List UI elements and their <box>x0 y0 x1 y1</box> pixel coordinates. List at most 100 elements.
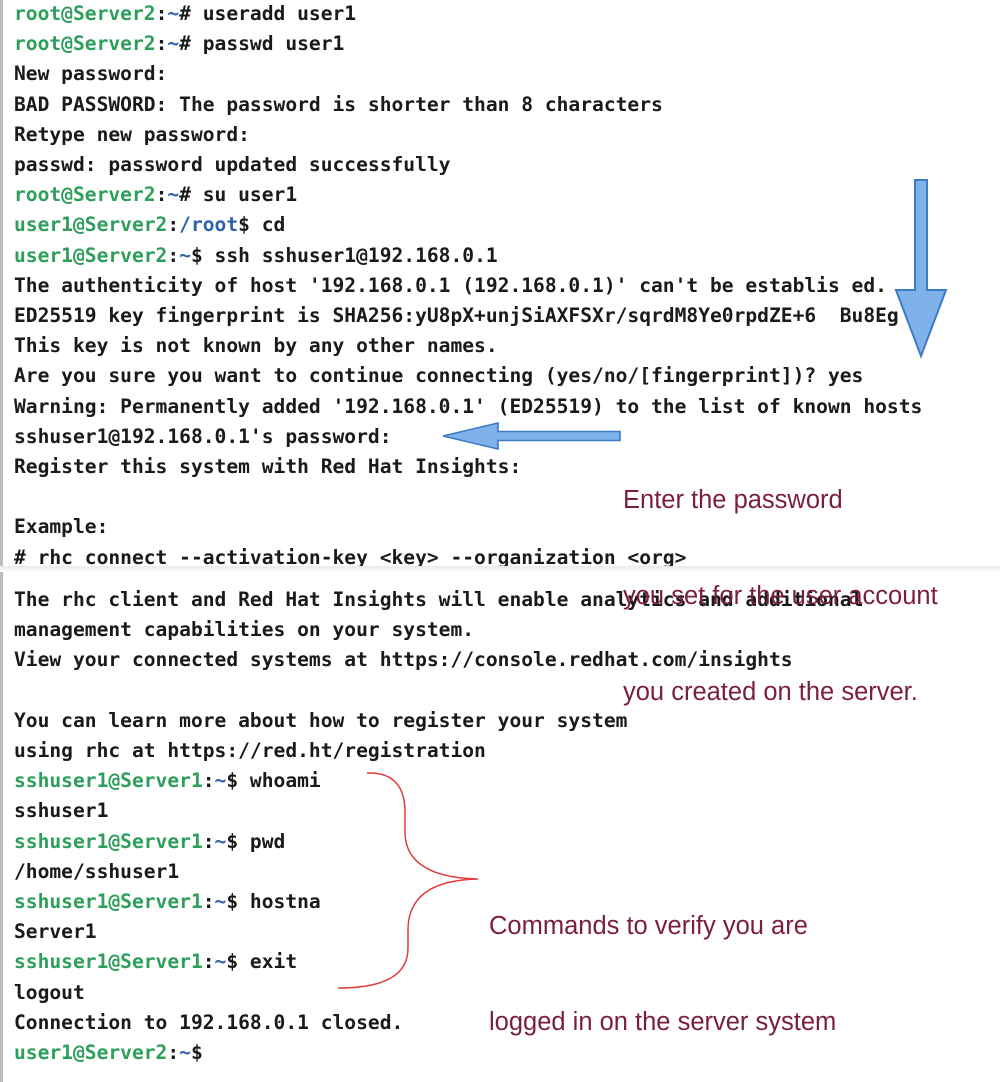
output-line: sshuser1 <box>14 797 108 825</box>
prompt-separator: : <box>167 213 180 237</box>
down-arrow-icon <box>894 179 948 359</box>
output-line: logout <box>14 979 85 1007</box>
output-text: Example: <box>14 515 109 539</box>
screenshot-seam <box>0 566 1000 572</box>
prompt-line: sshuser1@Server1:~$ exit <box>14 948 297 976</box>
prompt-user-host: user1@Server2 <box>14 243 168 267</box>
output-line: View your connected systems at https://c… <box>14 646 793 674</box>
password-annotation: Enter the password you set for the user … <box>623 420 938 740</box>
output-text: The authenticity of host '192.168.0.1 (1… <box>14 273 887 297</box>
prompt-line: root@Server2:~# useradd user1 <box>14 0 356 28</box>
curly-brace-icon <box>337 772 479 989</box>
prompt-user-host: sshuser1@Server1 <box>14 829 203 853</box>
output-line: ED25519 key fingerprint is SHA256:yU8pX+… <box>14 302 899 330</box>
output-text: logout <box>14 980 85 1004</box>
command-text: passwd user1 <box>190 32 345 56</box>
prompt-line: user1@Server2:~$ ssh sshuser1@192.168.0.… <box>14 242 498 270</box>
prompt-path: ~ <box>214 829 227 853</box>
prompt-path: /root <box>179 213 239 237</box>
prompt-user-host: user1@Server2 <box>14 1041 168 1064</box>
output-line: management capabilities on your system. <box>14 616 474 644</box>
output-line: Are you sure you want to continue connec… <box>14 362 863 390</box>
prompt-separator: : <box>167 1041 180 1064</box>
prompt-line: user1@Server2:~$ <box>14 1039 203 1067</box>
output-text: Retype new password: <box>14 122 250 146</box>
command-text: useradd user1 <box>190 2 357 25</box>
output-line: using rhc at https://red.ht/registration <box>14 737 486 765</box>
output-line: # rhc connect --activation-key <key> --o… <box>14 544 686 572</box>
prompt-symbol: $ <box>226 829 239 853</box>
prompt-separator: : <box>155 32 168 56</box>
command-text: cd <box>249 213 286 237</box>
output-text: BAD PASSWORD: The password is shorter th… <box>14 92 663 116</box>
prompt-user-host: root@Server2 <box>14 2 156 25</box>
left-arrow-icon <box>442 421 621 451</box>
prompt-symbol: # <box>179 32 191 56</box>
prompt-path: ~ <box>179 1041 191 1064</box>
command-text: whoami <box>238 769 321 793</box>
output-line: Connection to 192.168.0.1 closed. <box>14 1009 403 1037</box>
output-text: Are you sure you want to continue connec… <box>14 364 864 388</box>
output-line: passwd: password updated successfully <box>14 151 450 179</box>
prompt-user-host: root@Server2 <box>14 32 156 56</box>
command-text: hostna <box>238 890 321 913</box>
verify-annotation: Commands to verify you are logged in on … <box>489 846 836 1070</box>
prompt-line: sshuser1@Server1:~$ whoami <box>14 767 321 795</box>
output-line: The rhc client and Red Hat Insights will… <box>14 586 863 614</box>
prompt-path: ~ <box>167 2 180 25</box>
output-line: sshuser1@192.168.0.1's password: <box>14 423 392 451</box>
prompt-line: sshuser1@Server1:~$ hostna <box>14 888 321 916</box>
output-text: ED25519 key fingerprint is SHA256:yU8pX+… <box>14 304 899 327</box>
prompt-path: ~ <box>167 32 180 56</box>
prompt-symbol: # <box>179 2 191 25</box>
output-text: sshuser1@192.168.0.1's password: <box>14 424 392 448</box>
prompt-separator: : <box>202 769 215 793</box>
prompt-line: user1@Server2:/root$ cd <box>14 211 285 239</box>
output-text: Server1 <box>14 920 97 944</box>
output-text: using rhc at https://red.ht/registration <box>14 739 486 762</box>
output-text: Warning: Permanently added '192.168.0.1'… <box>14 394 923 418</box>
annotation-line: you created on the server. <box>623 678 918 706</box>
output-line: You can learn more about how to register… <box>14 707 627 735</box>
prompt-separator: : <box>202 950 215 974</box>
command-text: ssh sshuser1@192.168.0.1 <box>202 243 498 267</box>
annotation-line: you set for the user account <box>623 582 938 610</box>
output-line: New password: <box>14 60 167 88</box>
command-text: exit <box>238 950 298 974</box>
output-text: /home/sshuser1 <box>14 859 180 883</box>
output-line: BAD PASSWORD: The password is shorter th… <box>14 91 663 119</box>
prompt-symbol: $ <box>226 769 239 793</box>
prompt-path: ~ <box>179 243 191 267</box>
prompt-separator: : <box>155 2 168 25</box>
command-text: su user1 <box>190 183 298 207</box>
output-line: Retype new password: <box>14 121 250 149</box>
prompt-user-host: user1@Server2 <box>14 213 168 237</box>
output-text: Connection to 192.168.0.1 closed. <box>14 1010 404 1034</box>
prompt-symbol: $ <box>226 950 239 974</box>
output-line: Warning: Permanently added '192.168.0.1'… <box>14 393 922 421</box>
command-text: pwd <box>238 829 286 853</box>
output-line: This key is not known by any other names… <box>14 332 498 360</box>
prompt-path: ~ <box>214 950 227 974</box>
output-line: The authenticity of host '192.168.0.1 (1… <box>14 272 887 300</box>
prompt-user-host: sshuser1@Server1 <box>14 950 203 974</box>
output-text: sshuser1 <box>14 799 109 823</box>
output-text: You can learn more about how to register… <box>14 708 628 732</box>
output-text: Register this system with Red Hat Insigh… <box>14 455 522 478</box>
output-text: This key is not known by any other names… <box>14 334 498 358</box>
output-text: View your connected systems at https://c… <box>14 648 793 672</box>
prompt-symbol: $ <box>226 890 239 913</box>
prompt-user-host: sshuser1@Server1 <box>14 769 203 793</box>
output-text: passwd: password updated successfully <box>14 153 451 176</box>
prompt-separator: : <box>167 243 180 267</box>
prompt-line: sshuser1@Server1:~$ pwd <box>14 828 285 856</box>
prompt-path: ~ <box>167 183 180 207</box>
prompt-separator: : <box>155 183 168 207</box>
prompt-symbol: $ <box>190 243 203 267</box>
window-edge <box>0 0 3 1082</box>
prompt-separator: : <box>202 890 215 913</box>
output-line: Server1 <box>14 918 97 946</box>
annotation-line: logged in on the server system <box>489 1008 837 1036</box>
output-text: management capabilities on your system. <box>14 618 475 642</box>
